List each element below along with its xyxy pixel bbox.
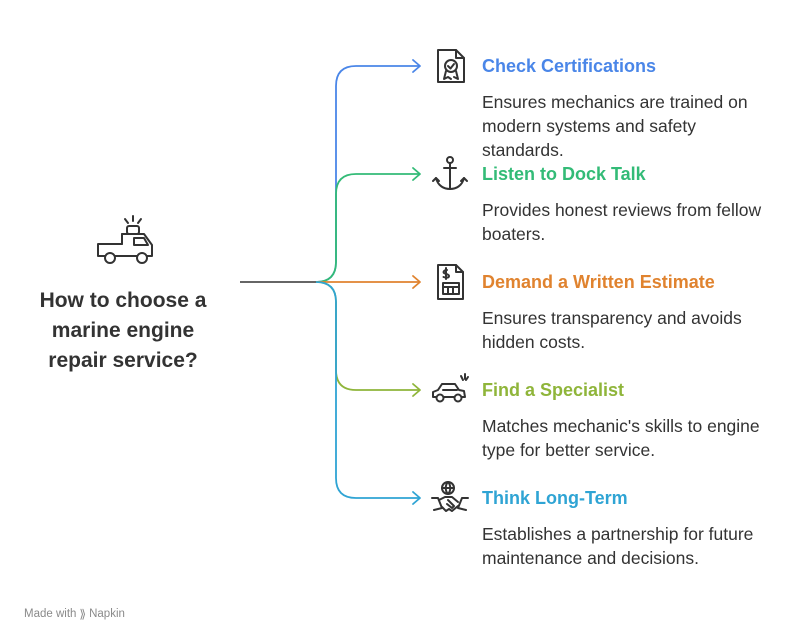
branch-listen-to-dock-talk: Listen to Dock Talk Provides honest revi…: [430, 154, 790, 262]
branch-arrowhead: [412, 167, 421, 181]
main-question-line: marine engine: [51, 319, 195, 342]
branch-title: Listen to Dock Talk: [482, 164, 646, 184]
branch-description: Matches mechanic's skills to engine type…: [482, 416, 760, 460]
footer: Made with ⟫ Napkin: [24, 607, 125, 621]
made-with-label: Made with: [24, 608, 77, 620]
branch-think-long-term: Think Long-Term Establishes a partnershi…: [430, 478, 790, 586]
branch-connector: [315, 281, 420, 391]
estimate-document-icon: [430, 262, 470, 302]
certificate-icon: [430, 46, 470, 86]
branch-connector: [315, 173, 420, 283]
branch-arrowhead: [412, 491, 421, 505]
repair-car-icon: [430, 370, 470, 410]
branch-description: Ensures transparency and avoids hidden c…: [482, 308, 742, 352]
branch-connector: [315, 281, 420, 499]
branch-arrowhead: [412, 59, 421, 73]
main-question: How to choose a marine engine repair ser…: [22, 286, 224, 376]
branch-title: Think Long-Term: [482, 488, 628, 508]
napkin-logo-icon: ⟫: [79, 607, 87, 621]
main-question-line: How to choose a: [39, 289, 207, 312]
handshake-icon: [430, 478, 470, 518]
branch-title: Demand a Written Estimate: [482, 272, 715, 292]
branch-description: Provides honest reviews from fellow boat…: [482, 200, 762, 244]
branch-title: Find a Specialist: [482, 380, 625, 400]
branch-title: Check Certifications: [482, 56, 657, 76]
anchor-icon: [430, 154, 470, 194]
main-question-line: repair service?: [48, 349, 198, 372]
branch-arrowhead: [412, 275, 421, 289]
brand-label: Napkin: [89, 608, 125, 620]
branch-check-certifications: Check Certifications Ensures mechanics a…: [430, 46, 790, 160]
branch-description: Establishes a partnership for future mai…: [482, 524, 754, 568]
branch-description: Ensures mechanics are trained on modern …: [482, 92, 748, 160]
branch-find-a-specialist: Find a Specialist Matches mechanic's ski…: [430, 370, 790, 478]
branch-arrowhead: [412, 383, 421, 397]
tow-truck-icon: [92, 212, 160, 268]
branch-demand-written-estimate: Demand a Written Estimate Ensures transp…: [430, 262, 790, 370]
